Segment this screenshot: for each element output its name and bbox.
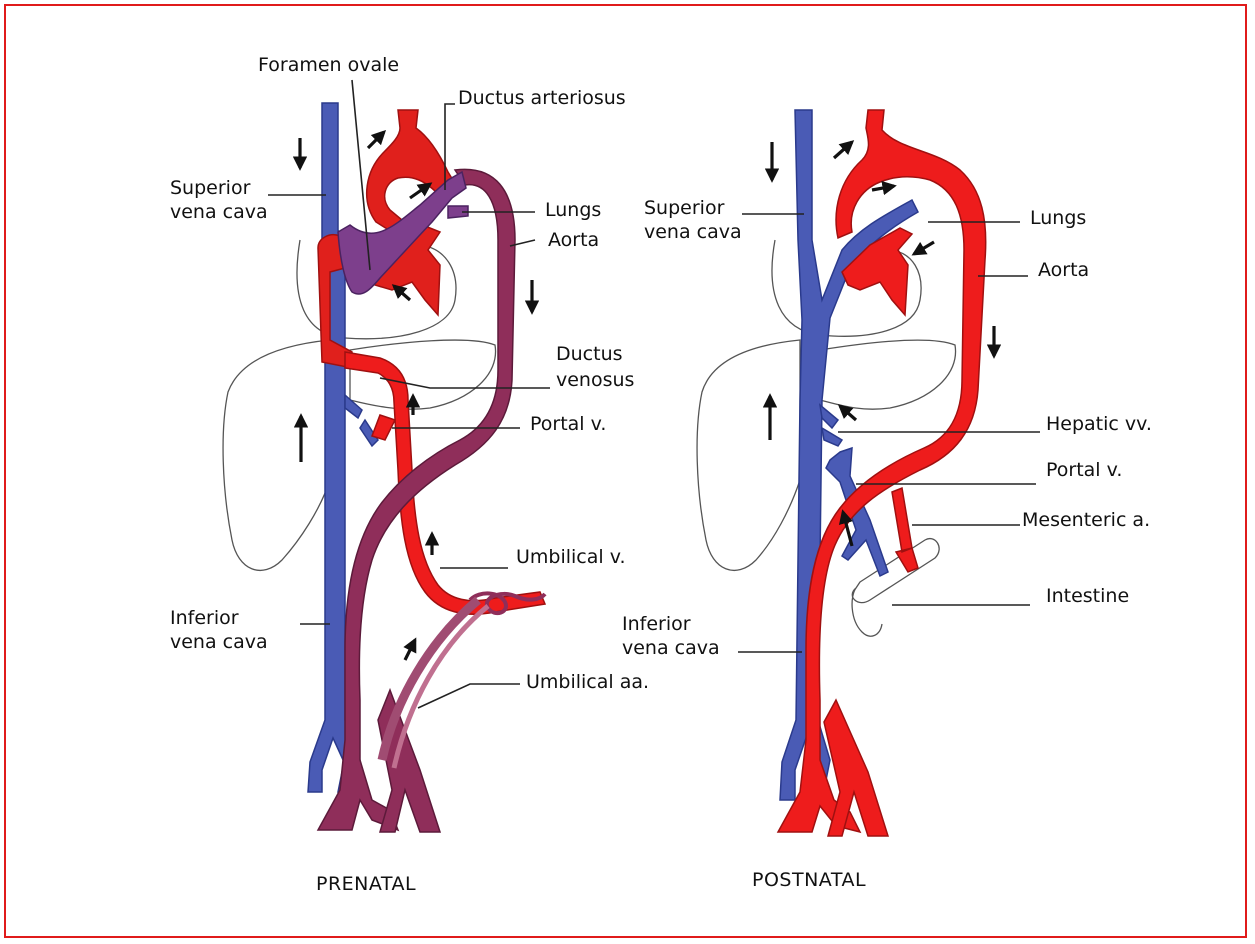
label-superior-vena-cava-pre-1: Superior bbox=[170, 177, 251, 199]
label-ductus-arteriosus: Ductus arteriosus bbox=[458, 87, 626, 109]
label-umbilical-aa: Umbilical aa. bbox=[526, 671, 649, 693]
prenatal-iliac-right bbox=[378, 690, 440, 832]
label-superior-vena-cava-post-1: Superior bbox=[644, 197, 725, 219]
postnatal-arrow-arch bbox=[834, 142, 852, 158]
postnatal-arrow-lungs bbox=[872, 186, 894, 190]
label-foramen-ovale: Foramen ovale bbox=[258, 54, 399, 76]
postnatal-hepatic-veins bbox=[820, 405, 842, 446]
label-ductus-venosus-1: Ductus bbox=[556, 343, 623, 365]
label-mesenteric-a: Mesenteric a. bbox=[1022, 509, 1150, 531]
prenatal-arrow-ductus bbox=[410, 184, 430, 198]
label-superior-vena-cava-pre-2: vena cava bbox=[170, 201, 268, 223]
postnatal-arrow-pulmonary bbox=[914, 242, 934, 254]
label-aorta-pre: Aorta bbox=[548, 229, 599, 251]
prenatal-panel: Foramen ovale Ductus arteriosus Superior… bbox=[170, 54, 649, 895]
prenatal-arrow-umbilical-aa bbox=[405, 640, 415, 660]
label-superior-vena-cava-post-2: vena cava bbox=[644, 221, 742, 243]
caption-prenatal: PRENATAL bbox=[316, 873, 416, 895]
label-intestine: Intestine bbox=[1046, 585, 1129, 607]
label-hepatic-vv: Hepatic vv. bbox=[1046, 413, 1152, 435]
label-portal-v-pre: Portal v. bbox=[530, 413, 606, 435]
postnatal-panel: Superior vena cava Lungs Aorta Hepatic v… bbox=[622, 110, 1152, 891]
postnatal-iliac-right bbox=[824, 700, 888, 836]
label-inferior-vena-cava-post-1: Inferior bbox=[622, 613, 691, 635]
label-ductus-venosus-2: venosus bbox=[556, 369, 634, 391]
prenatal-portal-vein bbox=[372, 415, 395, 440]
label-lungs-post: Lungs bbox=[1030, 207, 1086, 229]
label-portal-v-post: Portal v. bbox=[1046, 459, 1122, 481]
leader-umbilical-aa bbox=[418, 684, 520, 708]
label-aorta-post: Aorta bbox=[1038, 259, 1089, 281]
label-inferior-vena-cava-post-2: vena cava bbox=[622, 637, 720, 659]
label-umbilical-v: Umbilical v. bbox=[516, 546, 626, 568]
prenatal-arrow-arch bbox=[368, 132, 384, 148]
label-lungs-pre: Lungs bbox=[545, 199, 601, 221]
label-inferior-vena-cava-pre-2: vena cava bbox=[170, 631, 268, 653]
caption-postnatal: POSTNATAL bbox=[752, 869, 866, 891]
postnatal-intestine bbox=[852, 539, 939, 637]
label-inferior-vena-cava-pre-1: Inferior bbox=[170, 607, 239, 629]
